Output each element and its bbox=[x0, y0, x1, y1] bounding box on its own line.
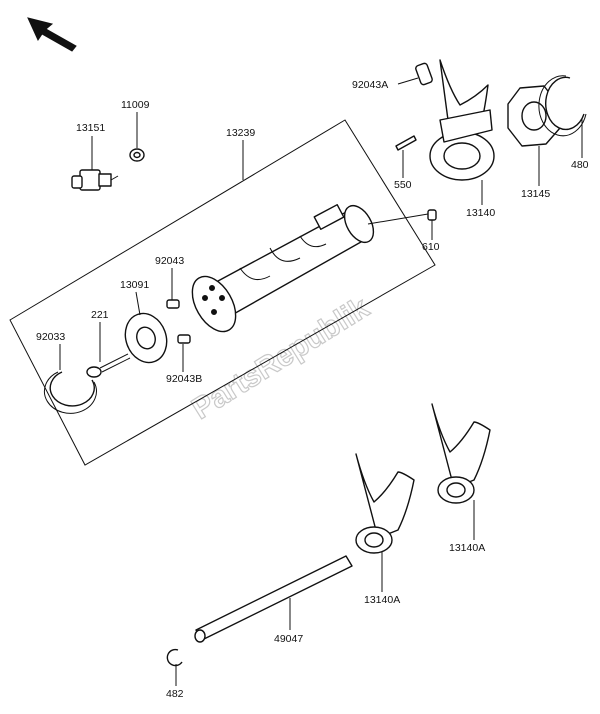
label-550: 550 bbox=[394, 179, 412, 191]
direction-arrow-icon bbox=[27, 17, 77, 52]
shaft-49047 bbox=[194, 555, 353, 643]
circlip-92033 bbox=[43, 371, 97, 414]
screw-221 bbox=[86, 353, 131, 378]
label-13091: 13091 bbox=[120, 279, 149, 291]
label-49047: 49047 bbox=[274, 633, 303, 645]
label-13151: 13151 bbox=[76, 122, 105, 134]
label-13140: 13140 bbox=[466, 207, 495, 219]
label-92033: 92033 bbox=[36, 331, 65, 343]
pin-92043a bbox=[415, 62, 433, 86]
label-13239: 13239 bbox=[226, 127, 255, 139]
assembly-outline bbox=[9, 119, 436, 466]
label-92043a: 92043A bbox=[352, 79, 388, 91]
clip-482 bbox=[166, 648, 183, 667]
circlip-480 bbox=[538, 75, 587, 137]
label-13145: 13145 bbox=[521, 188, 550, 200]
label-610: 610 bbox=[422, 241, 440, 253]
washer-11009 bbox=[129, 148, 145, 162]
label-92043: 92043 bbox=[155, 255, 184, 267]
label-480: 480 bbox=[571, 159, 589, 171]
label-13140a-right: 13140A bbox=[449, 542, 485, 554]
label-221: 221 bbox=[91, 309, 109, 321]
label-92043b: 92043B bbox=[166, 373, 202, 385]
label-482: 482 bbox=[166, 688, 184, 700]
shift-fork-13140a-left bbox=[355, 453, 415, 554]
shift-fork-13140 bbox=[429, 59, 495, 181]
label-11009: 11009 bbox=[121, 99, 150, 111]
label-13140a-left: 13140A bbox=[364, 594, 400, 606]
switch-13151 bbox=[71, 169, 119, 191]
pin-92043b bbox=[177, 334, 191, 344]
cotter-pin-550 bbox=[395, 135, 417, 151]
shift-fork-13140a-right bbox=[431, 403, 491, 504]
shift-drum-13239 bbox=[191, 204, 375, 333]
pin-610 bbox=[427, 209, 437, 221]
pin-92043 bbox=[166, 299, 180, 309]
cam-plate-13091 bbox=[124, 312, 168, 364]
